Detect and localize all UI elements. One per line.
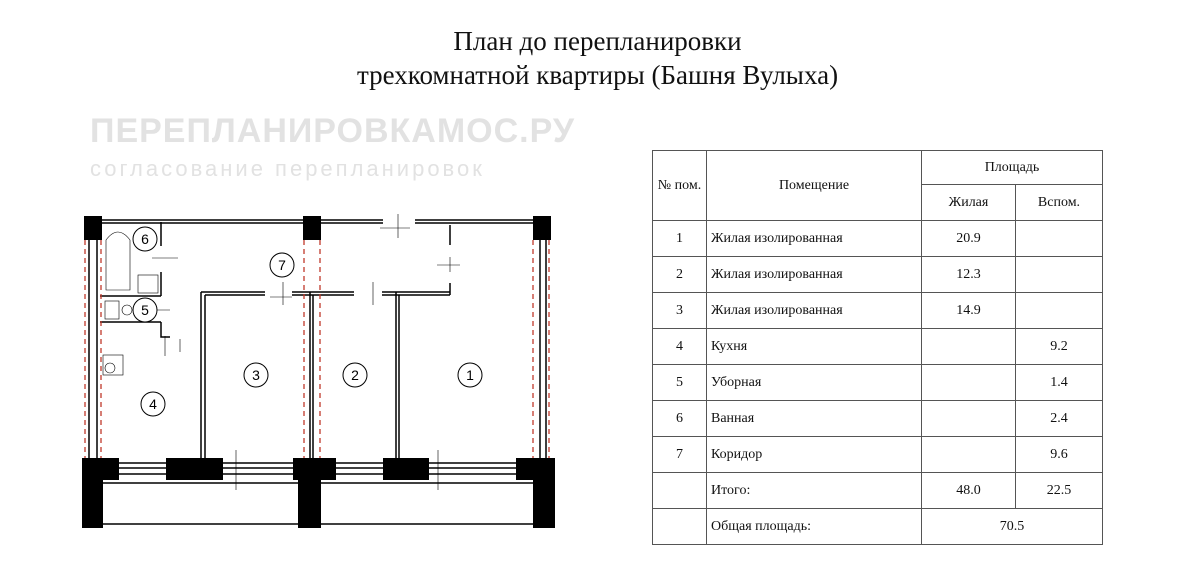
room-name: Кухня	[706, 328, 922, 365]
total-aux: 22.5	[1015, 472, 1103, 509]
room-name: Коридор	[706, 436, 922, 473]
walls	[88, 219, 547, 525]
room-number: 2	[652, 256, 707, 293]
watermark-line-2: согласование перепланировок	[90, 156, 485, 181]
title-line-2: трехкомнатной квартиры (Башня Вулыха)	[356, 60, 839, 90]
living-area: 14.9	[921, 292, 1016, 329]
aux-area	[1015, 256, 1103, 293]
room-name: Жилая изолированная	[706, 220, 922, 257]
living-area: 20.9	[921, 220, 1016, 257]
svg-text:5: 5	[141, 302, 149, 318]
room-name: Уборная	[706, 364, 922, 401]
aux-area: 2.4	[1015, 400, 1103, 437]
room-marker-7: 7	[269, 252, 295, 278]
total-living: 48.0	[921, 472, 1016, 509]
overall-label: Общая площадь:	[706, 508, 922, 545]
header-auxiliary: Вспом.	[1015, 184, 1103, 221]
room-number: 4	[652, 328, 707, 365]
header-living: Жилая	[921, 184, 1016, 221]
watermark-line-1: ПЕРЕПЛАНИРОВКАМОС.РУ	[90, 112, 575, 150]
room-marker-2: 2	[342, 362, 368, 388]
room-number: 3	[652, 292, 707, 329]
columns	[82, 216, 555, 528]
room-name: Жилая изолированная	[706, 292, 922, 329]
room-name: Жилая изолированная	[706, 256, 922, 293]
room-marker-3: 3	[243, 362, 269, 388]
room-marker-5: 5	[132, 297, 158, 323]
header-room: Помещение	[706, 150, 922, 221]
room-marker-4: 4	[140, 391, 166, 417]
header-area: Площадь	[921, 150, 1103, 185]
living-area	[921, 364, 1016, 401]
aux-area	[1015, 292, 1103, 329]
overall-value: 70.5	[921, 508, 1103, 545]
total-label: Итого:	[706, 472, 922, 509]
svg-text:1: 1	[466, 367, 474, 383]
living-area	[921, 436, 1016, 473]
red-dashed-lines	[84, 240, 550, 458]
room-number: 5	[652, 364, 707, 401]
living-area: 12.3	[921, 256, 1016, 293]
room-number: 6	[652, 400, 707, 437]
svg-text:2: 2	[351, 367, 359, 383]
aux-area: 9.2	[1015, 328, 1103, 365]
overall-row: Общая площадь: 70.5	[652, 508, 1103, 545]
svg-text:4: 4	[149, 396, 157, 412]
total-row: Итого: 48.0 22.5	[652, 472, 1103, 509]
room-number: 7	[652, 436, 707, 473]
living-area	[921, 400, 1016, 437]
room-marker-1: 1	[457, 362, 483, 388]
svg-text:6: 6	[141, 231, 149, 247]
aux-area	[1015, 220, 1103, 257]
svg-text:7: 7	[278, 257, 286, 273]
living-area	[921, 328, 1016, 365]
svg-text:3: 3	[252, 367, 260, 383]
fixtures	[102, 214, 460, 490]
aux-area: 1.4	[1015, 364, 1103, 401]
aux-area: 9.6	[1015, 436, 1103, 473]
room-marker-6: 6	[132, 226, 158, 252]
room-number: 1	[652, 220, 707, 257]
header-number: № пом.	[652, 150, 707, 221]
room-name: Ванная	[706, 400, 922, 437]
room-markers: 1 2 3 4 5 6 7	[132, 226, 483, 417]
title-line-1: План до перепланировки	[453, 26, 742, 56]
